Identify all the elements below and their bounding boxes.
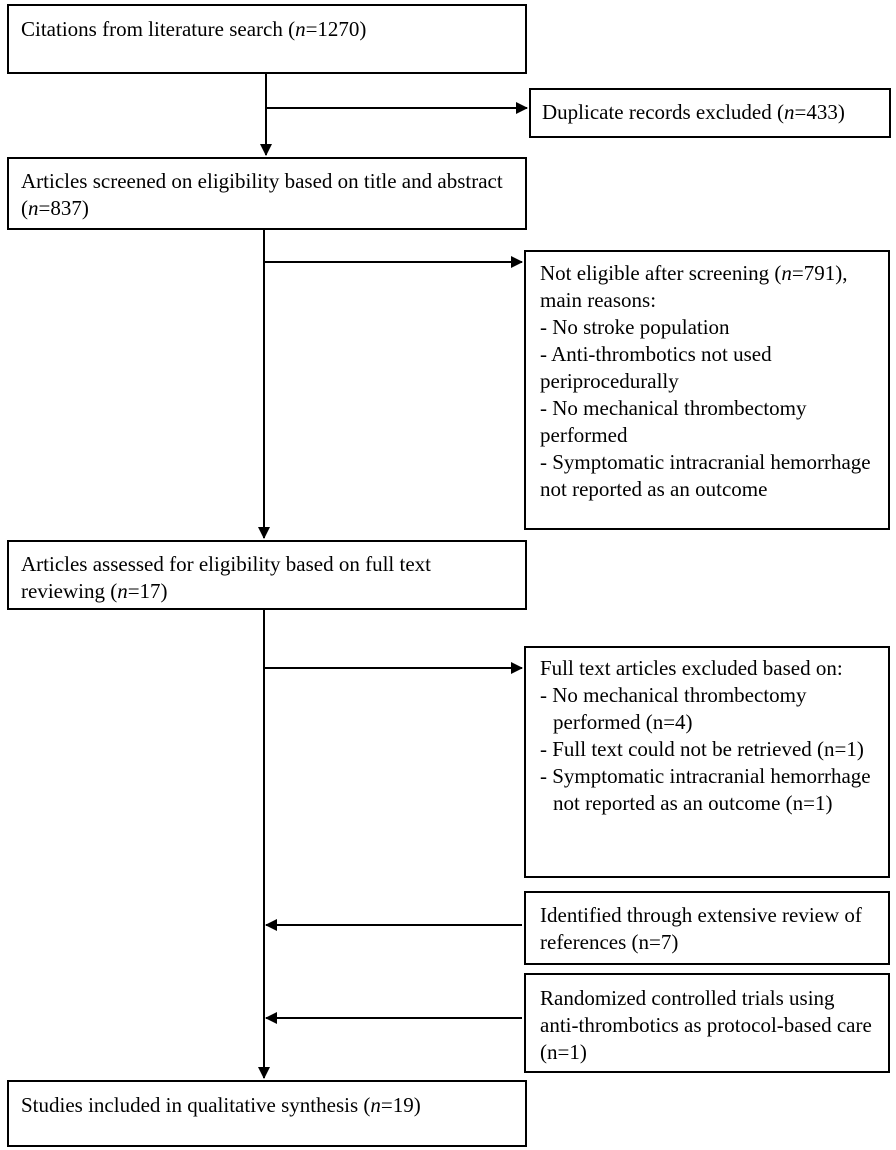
list-item: - Symptomatic intracranial hemorrhage no…: [540, 450, 871, 501]
rct-text: Randomized controlled trials using anti-…: [540, 986, 872, 1064]
rct-box: Randomized controlled trials using anti-…: [524, 973, 890, 1073]
duplicates-text: Duplicate records excluded (n=433): [542, 100, 845, 124]
not-eligible-reasons: - No stroke population - Anti-thrombotic…: [540, 314, 874, 503]
references-box: Identified through extensive review of r…: [524, 891, 890, 965]
list-item: - Symptomatic intracranial hemorrhage no…: [540, 764, 871, 815]
fulltext-excluded-reasons: - No mechanical thrombectomy performed (…: [540, 682, 874, 817]
list-item: - Anti-thrombotics not used periprocedur…: [540, 342, 772, 393]
list-item: - No stroke population: [540, 315, 730, 339]
screened-box: Articles screened on eligibility based o…: [7, 157, 527, 230]
not-eligible-box: Not eligible after screening (n=791), ma…: [524, 250, 890, 530]
citations-box: Citations from literature search (n=1270…: [7, 4, 527, 74]
not-eligible-heading: Not eligible after screening (n=791), ma…: [540, 261, 848, 312]
citations-text: Citations from literature search (n=1270…: [21, 17, 367, 41]
references-text: Identified through extensive review of r…: [540, 903, 862, 954]
assessed-box: Articles assessed for eligibility based …: [7, 540, 527, 610]
list-item: - Full text could not be retrieved (n=1): [540, 737, 864, 761]
list-item: - No mechanical thrombectomy performed (…: [540, 683, 807, 734]
screened-text: Articles screened on eligibility based o…: [21, 169, 503, 220]
included-box: Studies included in qualitative synthesi…: [7, 1080, 527, 1147]
assessed-text: Articles assessed for eligibility based …: [21, 552, 431, 603]
fulltext-excluded-heading: Full text articles excluded based on:: [540, 656, 843, 680]
fulltext-excluded-box: Full text articles excluded based on: - …: [524, 646, 890, 878]
list-item: - No mechanical thrombectomy performed: [540, 396, 807, 447]
duplicates-box: Duplicate records excluded (n=433): [529, 88, 891, 138]
included-text: Studies included in qualitative synthesi…: [21, 1093, 421, 1117]
